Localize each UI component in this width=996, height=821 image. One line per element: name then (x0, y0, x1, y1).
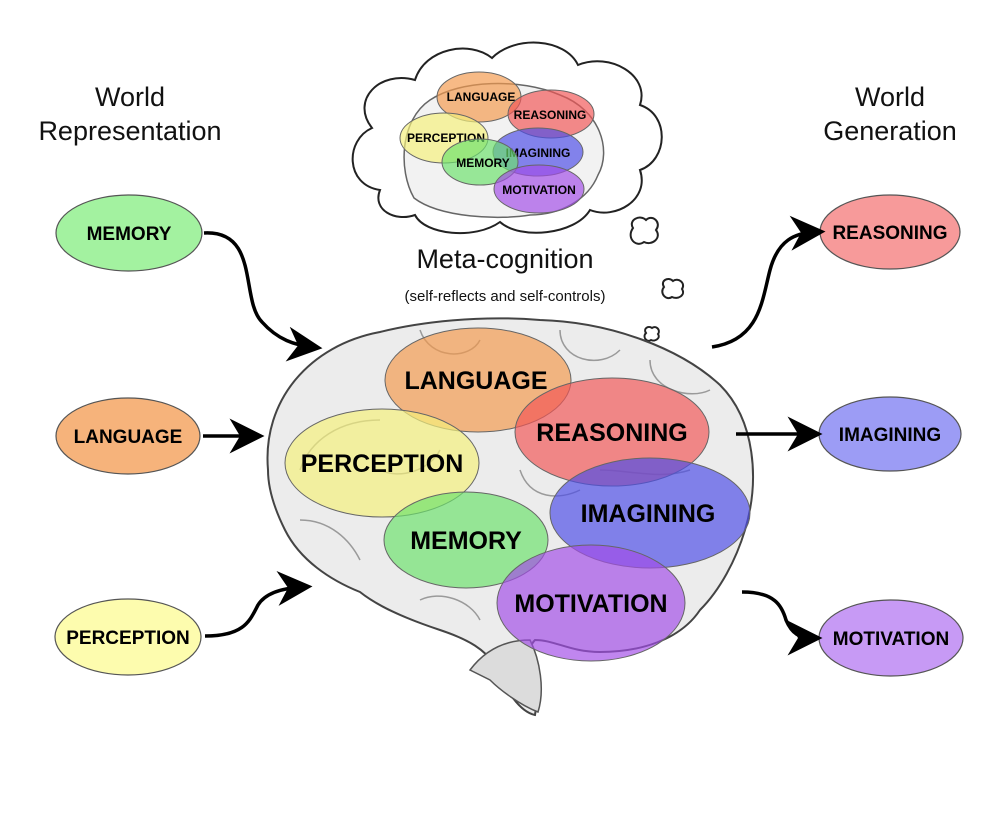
cloud-region-language: LANGUAGE (436, 71, 522, 123)
left-title-line1: World (94, 82, 166, 112)
right-node-reasoning-label: REASONING (832, 223, 947, 244)
brain-region-language-shape (384, 327, 572, 433)
arrow-perception-in (204, 570, 313, 638)
brain-region-motivation-label: MOTIVATION (514, 590, 667, 618)
right-title-line1: World (854, 82, 926, 112)
right-node-reasoning: REASONING (819, 194, 961, 270)
arrow-reasoning-out (711, 215, 826, 349)
thought-bubble-small (643, 325, 660, 342)
right-node-imagining: IMAGINING (818, 396, 962, 472)
brain-region-perception-shape (284, 408, 480, 518)
meta-cognition-subtitle: (self-reflects and self-controls) (404, 288, 606, 305)
right-nodes: REASONING IMAGINING MOTIVATION (818, 194, 964, 677)
arrow-memory-in (203, 231, 323, 362)
left-title-line2: Representation (38, 116, 222, 146)
brain-region-memory-shape (383, 491, 549, 589)
cloud-regions: LANGUAGEREASONINGPERCEPTIONIMAGININGMEMO… (399, 71, 595, 214)
cloud-region-motivation-label: MOTIVATION (502, 183, 576, 197)
brain-region-reasoning-label: REASONING (536, 419, 687, 447)
left-node-language-label: LANGUAGE (74, 427, 183, 448)
world-generation-title: World Generation (800, 80, 980, 148)
left-node-perception-label: PERCEPTION (66, 628, 190, 649)
left-node-perception-shape (54, 598, 202, 676)
thought-bubble-medium (661, 277, 684, 299)
right-node-motivation-label: MOTIVATION (833, 629, 949, 650)
brain-region-perception: PERCEPTION (284, 408, 480, 518)
cloud-region-motivation: MOTIVATION (493, 164, 585, 214)
world-representation-title: World Representation (20, 80, 240, 148)
brain-region-imagining: IMAGINING (549, 457, 751, 569)
cloud-region-reasoning-label: REASONING (514, 108, 587, 122)
meta-cognition-title: Meta-cognition (416, 244, 594, 274)
cloud-region-language-label: LANGUAGE (447, 90, 516, 104)
cloud-region-memory-shape (441, 138, 519, 186)
brain: LANGUAGE REASONING PERCEPTION IMAGINING MEMO… (266, 317, 754, 717)
brain-region-language: LANGUAGE (384, 327, 572, 433)
brain-region-motivation: MOTIVATION (496, 544, 686, 662)
left-node-memory-label: MEMORY (87, 224, 172, 245)
brain-regions: LANGUAGE REASONING PERCEPTION IMAGINING MEMO… (284, 327, 751, 662)
cloud-region-reasoning: REASONING (507, 89, 595, 139)
arrow-motivation-out (741, 590, 823, 656)
brain-region-language-label: LANGUAGE (404, 367, 547, 395)
thought-bubbles (629, 216, 684, 342)
brain-stem (468, 639, 543, 713)
arrows (203, 215, 826, 656)
left-node-language-shape (55, 397, 201, 475)
cloud-region-motivation-shape (493, 164, 585, 214)
cloud-region-imagining-label: IMAGINING (506, 146, 571, 160)
brain-region-perception-label: PERCEPTION (301, 450, 464, 478)
brain-region-motivation-shape (496, 544, 686, 662)
cloud-region-memory: MEMORY (441, 138, 519, 186)
thought-bubble-large (629, 216, 659, 245)
right-node-imagining-label: IMAGINING (839, 425, 941, 446)
brain-region-memory: MEMORY (383, 491, 549, 589)
right-title-line2: Generation (823, 116, 957, 146)
cloud-region-memory-label: MEMORY (456, 156, 510, 170)
brain-region-imagining-label: IMAGINING (581, 500, 716, 528)
thought-cloud: LANGUAGEREASONINGPERCEPTIONIMAGININGMEMO… (351, 41, 663, 235)
right-node-motivation: MOTIVATION (818, 599, 964, 677)
left-node-language: LANGUAGE (55, 397, 201, 475)
left-node-perception: PERCEPTION (54, 598, 202, 676)
left-node-memory: MEMORY (55, 194, 203, 272)
left-nodes: MEMORY LANGUAGE PERCEPTION (54, 194, 203, 676)
left-node-memory-shape (55, 194, 203, 272)
brain-region-memory-label: MEMORY (410, 527, 522, 555)
